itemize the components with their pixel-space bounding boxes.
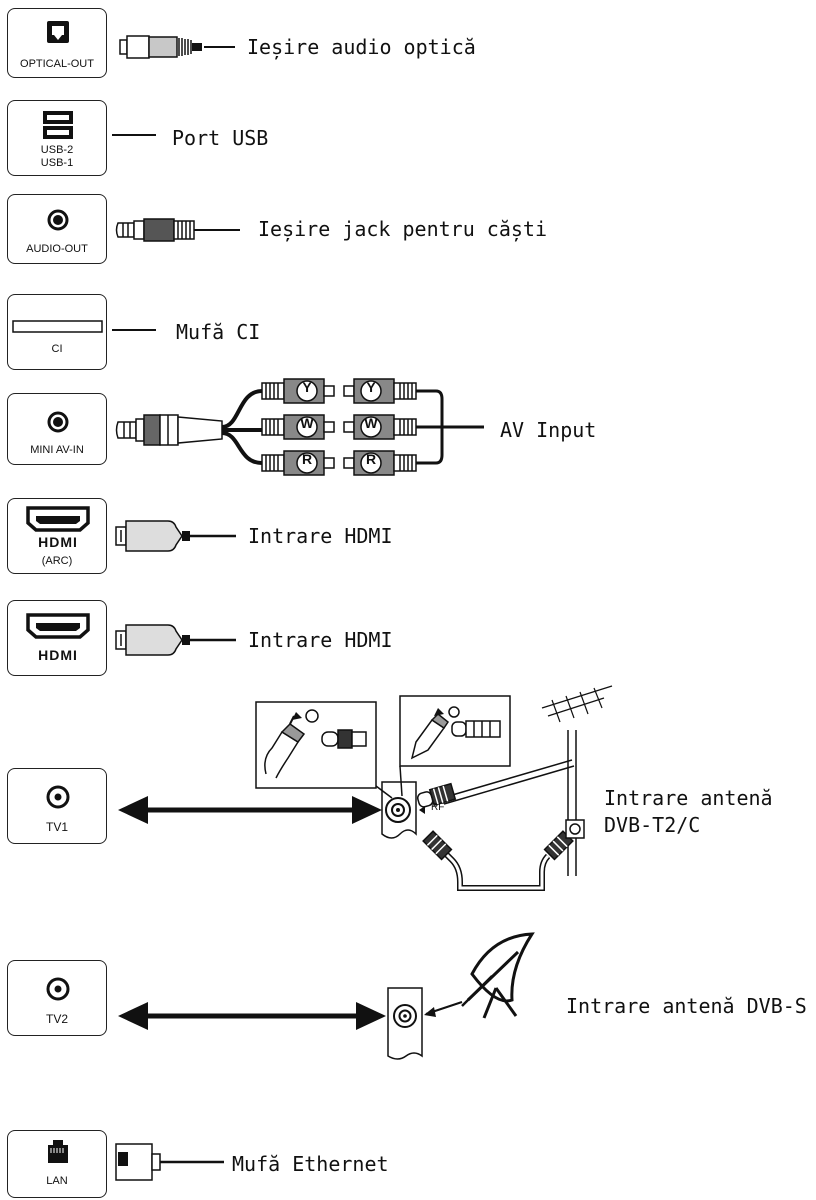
hdmi-icon: HDMI [26, 613, 90, 663]
av-breakout-cable-icon [115, 378, 484, 476]
svg-text:HDMI: HDMI [38, 534, 78, 550]
tv2-label: TV2 [45, 1012, 68, 1026]
hdmi-arc-label: (ARC) [41, 555, 73, 567]
hdmi-arc-icon: HDMI [26, 506, 90, 550]
usb-port-icon [43, 111, 73, 139]
svg-text:HDMI: HDMI [38, 647, 78, 663]
hdmi-arc-port: HDMI (ARC) [7, 498, 107, 574]
optical-out-description: Ieșire audio optică [247, 35, 476, 59]
audio-out-label: AUDIO-OUT [26, 243, 88, 255]
ci-description: Mufă CI [176, 320, 261, 344]
ci-slot-port: CI [7, 294, 107, 370]
audio-jack-icon [47, 209, 69, 231]
plug-letter-w-left: W [300, 415, 314, 431]
usb-port: USB-2 USB-1 [7, 100, 107, 176]
plug-letter-w-right: W [364, 415, 378, 431]
usb-1-label: USB-1 [40, 157, 74, 169]
plug-letter-y-right: Y [366, 379, 376, 395]
double-arrow-tv1 [118, 796, 382, 824]
hdmi-arc-cable-icon [115, 520, 236, 552]
tv2-description: Intrare antenă DVB-S [566, 994, 807, 1018]
tv1-description: Intrare antenă DVB-T2/C [604, 785, 773, 839]
lan-port: LAN [7, 1130, 107, 1198]
rca-plugs-left [261, 378, 335, 476]
headphone-jack-cable-icon [115, 218, 240, 242]
audio-out-description: Ieșire jack pentru căști [258, 217, 547, 241]
tv1-port: TV1 [7, 768, 107, 844]
ci-label: CI [51, 343, 63, 355]
usb-leader-line [112, 134, 156, 136]
audio-out-port: AUDIO-OUT [7, 194, 107, 264]
double-arrow-tv2 [118, 1002, 386, 1030]
plug-letter-r-left: R [301, 451, 313, 467]
mini-av-in-port: MINI AV-IN [7, 393, 107, 465]
coax-tv1-icon [46, 785, 70, 809]
optical-out-label: OPTICAL-OUT [20, 58, 94, 70]
optical-port-icon [47, 21, 69, 43]
lan-label: LAN [46, 1175, 68, 1187]
tv1-description-line-2: DVB-T2/C [604, 813, 701, 837]
optical-out-port: OPTICAL-OUT [7, 8, 107, 78]
tv2-port: TV2 [7, 960, 107, 1036]
terrestrial-antenna-illustration [118, 685, 613, 891]
satellite-dish-illustration [118, 932, 535, 1060]
ethernet-port-icon [48, 1140, 68, 1163]
mini-av-jack-icon [47, 411, 69, 433]
plug-letter-y-left: Y [302, 379, 312, 395]
usb-2-label: USB-2 [40, 144, 74, 156]
hdmi-arc-description: Intrare HDMI [248, 524, 393, 548]
hdmi-description: Intrare HDMI [248, 628, 393, 652]
rf-label: RF [431, 802, 445, 813]
ci-leader-line [112, 329, 156, 331]
ethernet-cable-icon [115, 1143, 224, 1181]
ci-slot-icon [12, 320, 103, 333]
coax-tv2-icon [46, 977, 70, 1001]
rca-plugs-right [343, 378, 417, 476]
tv1-label: TV1 [45, 820, 68, 834]
plug-letter-r-right: R [365, 451, 377, 467]
hdmi-port: HDMI [7, 600, 107, 676]
usb-description: Port USB [172, 126, 269, 150]
av-input-description: AV Input [500, 418, 597, 442]
tv1-description-line-1: Intrare antenă [604, 786, 773, 810]
optical-cable-icon [119, 35, 235, 59]
mini-av-in-label: MINI AV-IN [30, 444, 84, 456]
hdmi-cable-icon [115, 624, 236, 656]
lan-description: Mufă Ethernet [232, 1152, 389, 1176]
